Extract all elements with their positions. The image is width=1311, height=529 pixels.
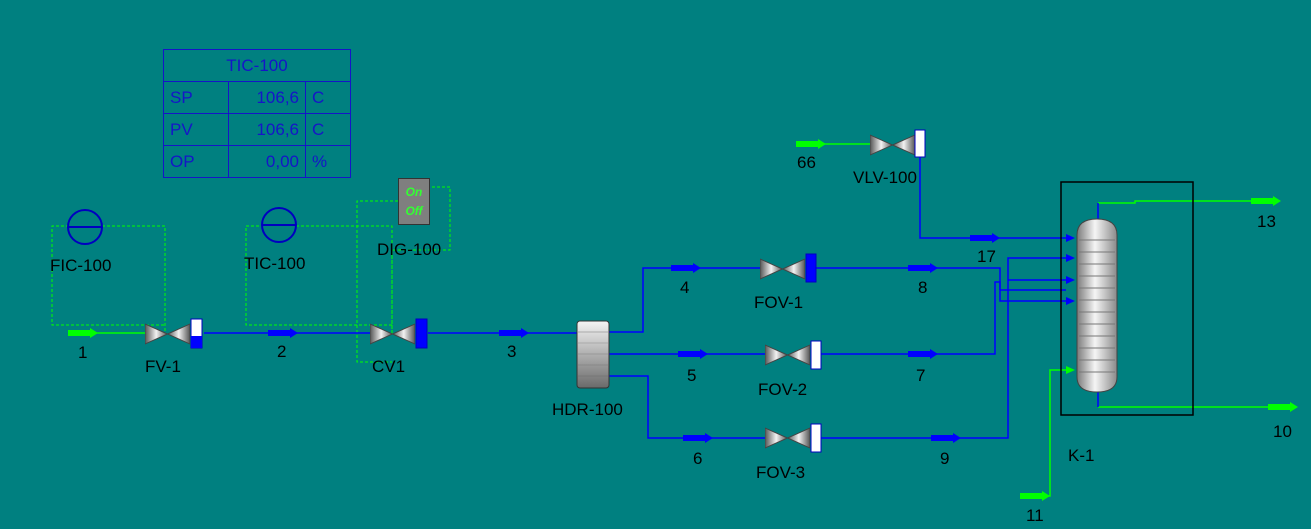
stream-13-label: 13 xyxy=(1257,212,1276,231)
faceplate-label: OP xyxy=(163,145,229,178)
stream-11-label: 11 xyxy=(1026,506,1044,525)
hdr-100-header-icon[interactable] xyxy=(576,320,610,389)
stream-13-arrow-icon[interactable] xyxy=(1251,196,1281,206)
fv-1-valve-icon[interactable] xyxy=(145,318,203,349)
faceplate-row-pv: PV 106,6 C xyxy=(163,113,351,146)
stream-5-arrow-icon[interactable] xyxy=(678,349,708,359)
stream-1-arrow-icon[interactable] xyxy=(68,328,98,338)
stream-8-arrow-icon[interactable] xyxy=(908,263,938,273)
stream-6-arrow-icon[interactable] xyxy=(683,433,713,443)
fv-1-label: FV-1 xyxy=(145,357,181,376)
signal-lines xyxy=(51,186,451,363)
faceplate-row-op: OP 0,00 % xyxy=(163,145,351,178)
fov-2-label: FOV-2 xyxy=(758,380,808,399)
fic-100-controller-icon[interactable] xyxy=(67,209,103,245)
fov-1-label: FOV-1 xyxy=(754,293,804,312)
hdr-100-label: HDR-100 xyxy=(552,400,623,419)
stream-9-label: 9 xyxy=(940,449,950,468)
stream-4-label: 4 xyxy=(680,278,690,297)
stream-2-label: 2 xyxy=(277,342,287,361)
stream-66-label: 66 xyxy=(797,153,816,172)
tic-100-faceplate[interactable]: TIC-100 SP 106,6 C PV 106,6 C OP 0,00 % xyxy=(163,49,351,178)
stream-8-label: 8 xyxy=(918,278,928,297)
stream-9-arrow-icon[interactable] xyxy=(931,433,961,443)
fic-100-label: FIC-100 xyxy=(50,256,112,275)
fov-1-valve-icon[interactable] xyxy=(760,253,817,283)
faceplate-row-sp: SP 106,6 C xyxy=(163,81,351,114)
stream-5-label: 5 xyxy=(687,366,697,385)
k-1-column-icon[interactable] xyxy=(1060,181,1194,416)
stream-6-label: 6 xyxy=(693,449,703,468)
tic-100-controller-icon[interactable] xyxy=(261,207,297,243)
vlv-100-valve-icon[interactable] xyxy=(870,129,926,158)
stream-3-arrow-icon[interactable] xyxy=(499,328,529,338)
faceplate-label: PV xyxy=(163,113,229,146)
faceplate-value[interactable]: 0,00 xyxy=(228,145,306,178)
faceplate-unit: % xyxy=(305,145,351,178)
stream-1-label: 1 xyxy=(78,343,88,362)
off-label: Off xyxy=(405,204,423,218)
material-stream-lines xyxy=(204,157,1066,439)
faceplate-label: SP xyxy=(163,81,229,114)
stream-10-label: 10 xyxy=(1273,422,1292,441)
stream-17-arrow-icon[interactable] xyxy=(970,233,1000,243)
fov-3-label: FOV-3 xyxy=(756,463,806,482)
tic-100-label: TIC-100 xyxy=(244,254,306,273)
fov-2-valve-icon[interactable] xyxy=(765,340,822,370)
stream-4-arrow-icon[interactable] xyxy=(671,263,701,273)
stream-10-arrow-icon[interactable] xyxy=(1268,402,1298,412)
stream-17-label: 17 xyxy=(977,247,996,266)
k-1-label: K-1 xyxy=(1068,446,1095,465)
faceplate-unit: C xyxy=(305,113,351,146)
dig-100-label: DIG-100 xyxy=(377,240,442,259)
cv1-label: CV1 xyxy=(372,357,406,376)
stream-7-label: 7 xyxy=(916,366,926,385)
faceplate-value[interactable]: 106,6 xyxy=(228,81,306,114)
stream-7-arrow-icon[interactable] xyxy=(908,349,938,359)
stream-11-arrow-icon[interactable] xyxy=(1020,491,1050,501)
stream-2-arrow-icon[interactable] xyxy=(268,328,298,338)
vlv-100-label: VLV-100 xyxy=(853,168,917,187)
fov-3-valve-icon[interactable] xyxy=(765,423,822,453)
stream-3-label: 3 xyxy=(507,342,517,361)
faceplate-title: TIC-100 xyxy=(163,49,351,82)
cv1-valve-icon[interactable] xyxy=(370,318,428,349)
stream-66-arrow-icon[interactable] xyxy=(796,139,826,149)
dig-100-on-off-switch[interactable]: On Off xyxy=(398,178,430,225)
faceplate-unit: C xyxy=(305,81,351,114)
on-label: On xyxy=(405,185,423,199)
inlet-arrowheads xyxy=(1066,234,1075,374)
faceplate-value: 106,6 xyxy=(228,113,306,146)
